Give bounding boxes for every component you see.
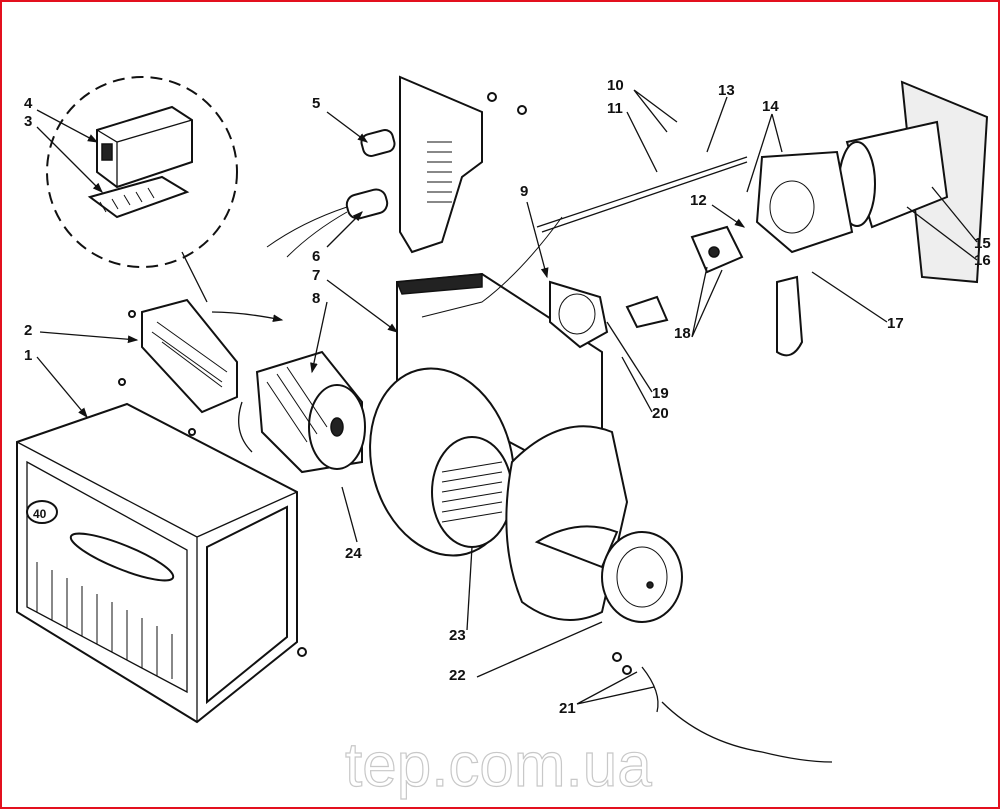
label-12: 12 — [690, 192, 707, 209]
label-20: 20 — [652, 405, 669, 422]
electrode-rod — [421, 156, 748, 318]
label-19: 19 — [652, 385, 669, 402]
label-5: 5 — [312, 95, 320, 112]
label-22: 22 — [449, 667, 466, 684]
label-18: 18 — [674, 325, 691, 342]
label-14: 14 — [762, 98, 779, 115]
housing-badge: 40 — [33, 507, 47, 521]
label-1: 1 — [24, 347, 32, 364]
label-17: 17 — [887, 315, 904, 332]
label-13: 13 — [718, 82, 735, 99]
label-2: 2 — [24, 322, 32, 339]
leader-lines — [36, 89, 978, 705]
label-15: 15 — [974, 235, 991, 252]
label-8: 8 — [312, 290, 320, 307]
label-16: 16 — [974, 252, 991, 269]
terminal-strip — [118, 298, 284, 436]
label-23: 23 — [449, 627, 466, 644]
label-9: 9 — [520, 183, 528, 200]
air-damper — [601, 531, 683, 623]
control-box-inset — [46, 76, 238, 303]
burner-housing — [16, 402, 307, 724]
blast-tube — [755, 80, 989, 357]
label-3: 3 — [24, 113, 32, 130]
oil-hose — [612, 652, 833, 763]
motor — [238, 350, 366, 474]
label-24: 24 — [345, 545, 362, 562]
part-labels: 1 2 3 4 5 6 7 8 9 10 11 12 13 14 15 16 1… — [24, 77, 991, 717]
capacitors — [266, 129, 396, 258]
label-4: 4 — [24, 95, 33, 112]
label-11: 11 — [607, 100, 623, 117]
label-6: 6 — [312, 248, 320, 265]
label-21: 21 — [559, 700, 576, 717]
label-7: 7 — [312, 267, 320, 284]
nozzle-assembly — [549, 225, 744, 349]
label-10: 10 — [607, 77, 624, 94]
watermark: tep.com.ua — [345, 731, 652, 800]
mounting-plate — [399, 75, 527, 254]
